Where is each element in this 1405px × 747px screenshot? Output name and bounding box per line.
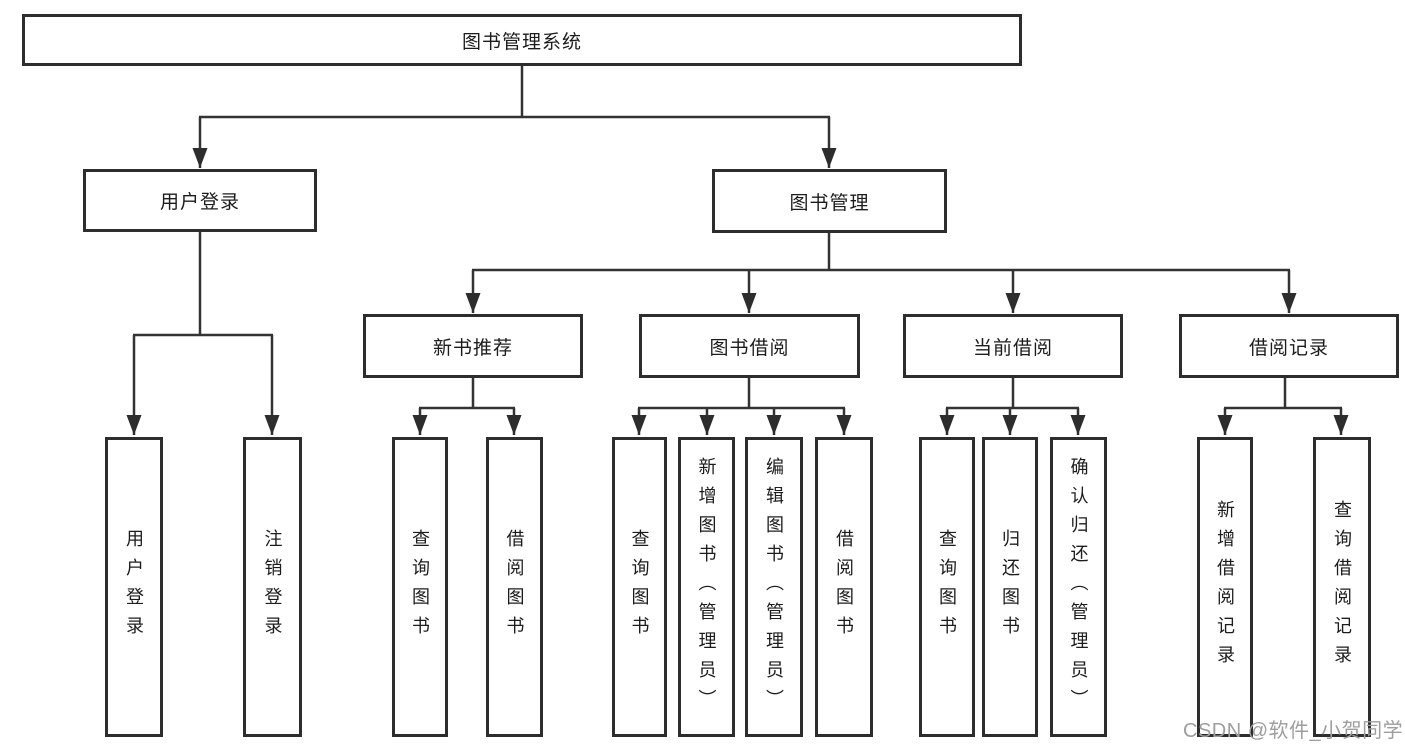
- leaf-add-borrow-record: 新增借阅记录: [1197, 437, 1253, 737]
- leaf-borrow-books-recommend: 借阅图书: [486, 437, 543, 737]
- leaf-query-books-recommend: 查询图书: [392, 437, 448, 737]
- watermark-text: CSDN @软件_小贺同学: [1183, 720, 1404, 742]
- leaf-edit-book-admin: 编辑图书（管理员）: [745, 437, 803, 737]
- node-book-borrowing: 图书借阅: [639, 314, 860, 378]
- leaf-return-books: 归还图书: [982, 437, 1038, 737]
- leaf-add-book-admin: 新增图书（管理员）: [678, 437, 735, 737]
- node-borrowing-records: 借阅记录: [1179, 314, 1399, 378]
- leaf-borrow-books-borrowing: 借阅图书: [815, 437, 873, 737]
- node-new-book-recommendation: 新书推荐: [363, 314, 583, 378]
- node-current-borrowing: 当前借阅: [903, 314, 1123, 378]
- leaf-query-borrow-record: 查询借阅记录: [1313, 437, 1371, 737]
- leaf-confirm-return-admin: 确认归还（管理员）: [1050, 437, 1107, 737]
- node-user-login: 用户登录: [83, 169, 317, 232]
- leaf-user-login: 用户登录: [105, 437, 163, 737]
- node-book-management: 图书管理: [712, 169, 947, 233]
- leaf-query-books-current: 查询图书: [919, 437, 975, 737]
- node-root-system: 图书管理系统: [22, 14, 1022, 66]
- leaf-logout: 注销登录: [243, 437, 302, 737]
- leaf-query-books-borrowing: 查询图书: [612, 437, 667, 737]
